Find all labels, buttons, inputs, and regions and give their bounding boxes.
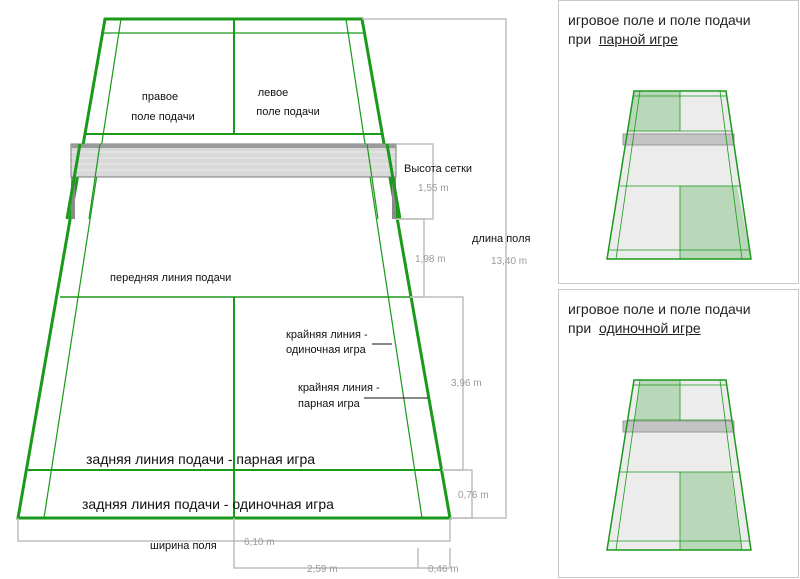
dim-net-to-front: 1,98 m	[415, 254, 446, 265]
side-line-double-label-1: крайняя линия -	[298, 382, 380, 394]
side-line-single-left	[43, 18, 122, 519]
net-height-label: Высота сетки	[404, 163, 472, 175]
doubles-title-underlined: парной игре	[598, 31, 678, 47]
court-length-label: длина поля	[472, 233, 530, 245]
right-service-label-2: поле подачи	[131, 111, 194, 123]
doubles-court-mini	[606, 90, 752, 260]
back-service-single-label: задняя линия подачи - одиночная игра	[82, 496, 334, 512]
doubles-panel: игровое поле и поле подачи при парной иг…	[558, 0, 799, 284]
left-service-label-2: поле подачи	[256, 106, 319, 118]
singles-title-prefix: при	[568, 320, 592, 336]
side-line-single-label-1: крайняя линия -	[286, 329, 368, 341]
left-service-label-1: левое	[258, 87, 289, 99]
dim-back-gap: 0,76 m	[458, 490, 489, 501]
dim-side-gap: 0,46 m	[428, 564, 459, 575]
dim-court-width: 6,10 m	[244, 537, 275, 548]
back-service-double-label: задняя линия подачи - парная игра	[86, 451, 315, 467]
doubles-panel-title: игровое поле и поле подачи при парной иг…	[568, 11, 793, 49]
dim-half-single: 2,59 m	[307, 564, 338, 575]
dim-service-depth: 3,96 m	[451, 378, 482, 389]
singles-panel: игровое поле и поле подачи при одиночной…	[558, 289, 799, 578]
side-line-single-right	[345, 18, 423, 519]
court-lines-over-net	[65, 143, 402, 220]
singles-panel-title: игровое поле и поле подачи при одиночной…	[568, 300, 793, 338]
dim-net-height: 1,55 m	[418, 183, 449, 194]
court-diagram: правое поле подачи левое поле подачи Выс…	[16, 17, 530, 575]
dim-court-length: 13,40 m	[491, 256, 527, 267]
court-lines	[16, 17, 452, 520]
singles-court-mini	[606, 379, 752, 551]
doubles-title-prefix: при	[568, 31, 592, 47]
court-width-label: ширина поля	[150, 540, 217, 552]
singles-title-underlined: одиночной игре	[598, 320, 701, 336]
side-line-double-label-2: парная игра	[298, 398, 361, 410]
singles-title-line1: игровое поле и поле подачи	[568, 301, 751, 317]
dimension-lines	[17, 18, 507, 569]
net	[70, 143, 397, 219]
side-line-single-label-2: одиночная игра	[286, 344, 367, 356]
right-service-label-1: правое	[142, 91, 178, 103]
doubles-title-line1: игровое поле и поле подачи	[568, 12, 751, 28]
front-service-line-label: передняя линия подачи	[110, 272, 231, 284]
pointer-lines	[364, 343, 428, 399]
